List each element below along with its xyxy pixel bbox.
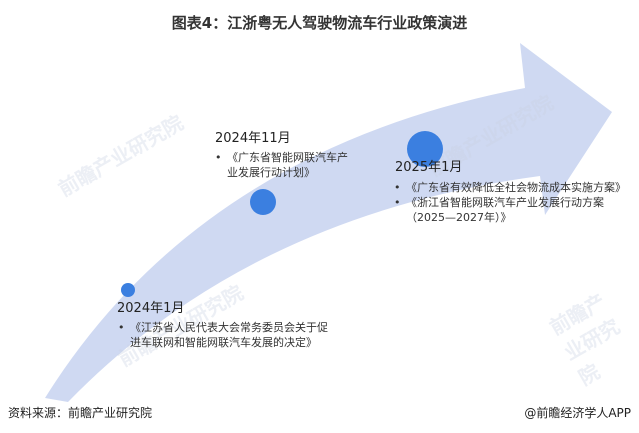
policy-item: 《江苏省人民代表大会常务委员会关于促进车联网和智能网联汽车发展的决定》 <box>118 320 328 350</box>
milestone-date: 2024年11月 <box>215 131 291 146</box>
milestone-date: 2025年1月 <box>395 160 463 175</box>
milestone-list: 《广东省有效降低全社会物流成本实施方案》 《浙江省智能网联汽车产业发展行动方案（… <box>394 180 634 225</box>
milestone-list: 《广东省智能网联汽车产业发展行动计划》 <box>215 150 355 180</box>
figure-title: 图表4：江浙粤无人驾驶物流车行业政策演进 <box>171 14 468 32</box>
policy-item: 《广东省智能网联汽车产业发展行动计划》 <box>215 150 355 180</box>
milestone-dot <box>121 283 135 297</box>
policy-item: 《广东省有效降低全社会物流成本实施方案》 <box>394 180 634 195</box>
milestone-dot <box>407 131 443 167</box>
milestone-date: 2024年1月 <box>117 301 185 316</box>
source-note: 资料来源：前瞻产业研究院 <box>8 406 153 420</box>
milestone-dot <box>250 189 276 215</box>
policy-item: 《浙江省智能网联汽车产业发展行动方案（2025—2027年）》 <box>394 195 634 225</box>
milestone-list: 《江苏省人民代表大会常务委员会关于促进车联网和智能网联汽车发展的决定》 <box>118 320 328 350</box>
arrow-shape <box>45 43 612 402</box>
brand-credit: @前瞻经济学人APP <box>524 406 631 420</box>
